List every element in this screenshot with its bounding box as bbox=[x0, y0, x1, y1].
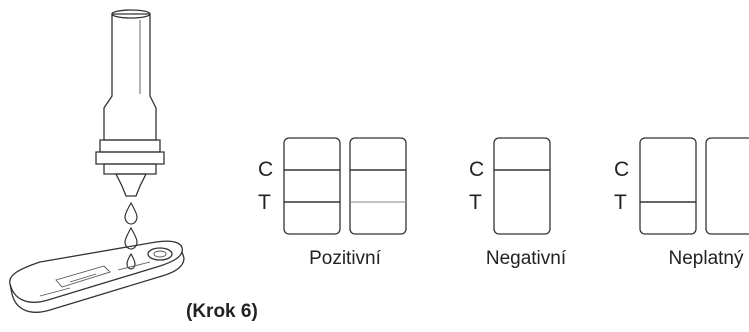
result-invalid: C T Neplatný bbox=[614, 137, 749, 269]
control-letter: C bbox=[258, 158, 273, 181]
test-letter: T bbox=[614, 191, 627, 214]
step-label: (Krok 6) bbox=[186, 301, 258, 322]
drop bbox=[126, 252, 136, 270]
drop bbox=[124, 226, 138, 250]
invalid-caption: Neplatný bbox=[669, 248, 744, 269]
strip-window bbox=[639, 137, 697, 235]
strip-window bbox=[493, 137, 551, 235]
drop bbox=[124, 201, 138, 225]
strip-window bbox=[349, 137, 407, 235]
test-cassette bbox=[9, 240, 185, 313]
result-negative: C T Negativní bbox=[469, 137, 567, 269]
strip-window bbox=[283, 137, 341, 235]
test-letter: T bbox=[469, 191, 482, 214]
drops bbox=[124, 201, 138, 250]
control-letter: C bbox=[614, 158, 629, 181]
negative-caption: Negativní bbox=[486, 248, 567, 269]
control-letter: C bbox=[469, 158, 484, 181]
strip-window bbox=[705, 137, 749, 235]
result-positive: C T Pozitivní bbox=[258, 137, 407, 269]
dropper-bottle bbox=[95, 9, 165, 197]
positive-caption: Pozitivní bbox=[309, 248, 382, 269]
test-letter: T bbox=[258, 191, 271, 214]
